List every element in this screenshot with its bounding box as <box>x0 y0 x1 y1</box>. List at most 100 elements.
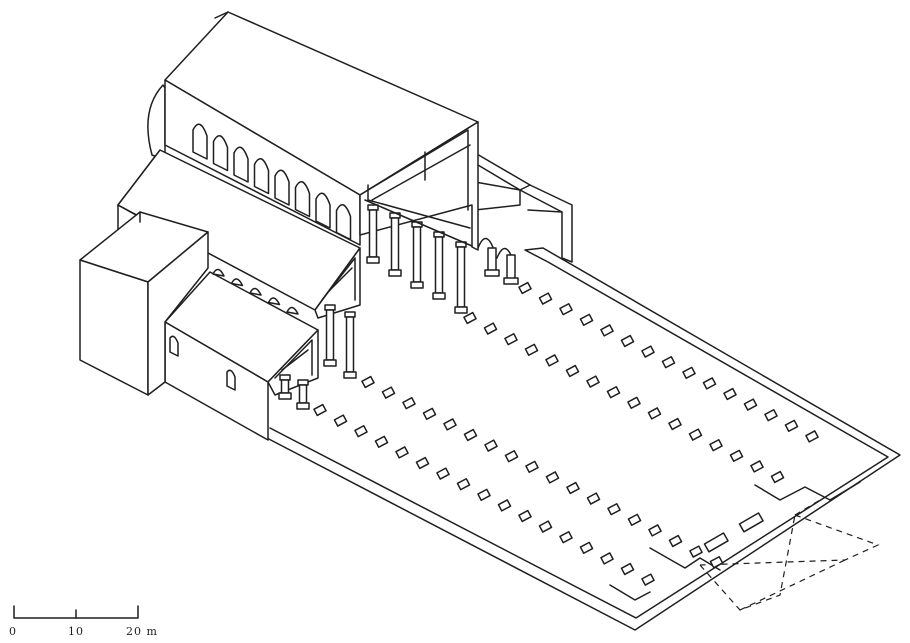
pier-base <box>436 467 450 480</box>
pier-base <box>518 281 532 295</box>
chapel-porch-columns <box>278 374 310 410</box>
pier-base <box>395 446 409 459</box>
pier-base <box>750 460 764 473</box>
clerestory-window <box>294 181 311 218</box>
aisle-roof <box>117 149 361 319</box>
column-shaft <box>390 217 400 271</box>
porch-architrave <box>364 199 473 247</box>
column-shaft <box>412 226 422 283</box>
pier-base <box>682 366 696 379</box>
pier-base <box>600 324 614 337</box>
clerestory-window <box>274 169 290 206</box>
column-shaft <box>434 236 444 294</box>
column-base <box>366 256 380 264</box>
pier-base <box>723 387 737 401</box>
pier-base <box>504 333 518 346</box>
pier-base <box>456 478 471 491</box>
scale-label-20m: 20 m <box>126 625 158 638</box>
column-base <box>278 392 292 400</box>
column-shaft <box>368 209 378 258</box>
pier-base <box>463 428 478 442</box>
pier-base <box>702 377 717 390</box>
pier-base <box>770 470 785 484</box>
pier-base <box>668 417 682 431</box>
pier-base <box>648 524 662 537</box>
pier-base <box>661 356 676 369</box>
dormer-window <box>267 297 281 306</box>
clerestory-window <box>233 146 249 183</box>
pier-base <box>607 503 621 516</box>
pier-base <box>538 520 553 533</box>
clerestory-windows <box>192 123 352 241</box>
pier-base <box>313 403 327 417</box>
pier-base <box>545 354 559 367</box>
pier-base <box>586 492 601 505</box>
clerestory-window <box>315 192 331 229</box>
pier-base <box>477 488 491 501</box>
dormer-window <box>230 278 244 287</box>
pier-base <box>600 552 614 565</box>
pier-base <box>415 456 430 470</box>
column-base <box>343 371 357 379</box>
pier-base <box>545 471 560 484</box>
pier-base <box>586 375 600 388</box>
column-shaft <box>345 316 355 373</box>
pier-base <box>620 562 635 576</box>
clerestory-window <box>253 158 270 195</box>
column-base <box>454 306 468 314</box>
west-tower <box>79 211 209 396</box>
column-base <box>323 359 337 367</box>
pier-base <box>381 386 396 399</box>
pier-base <box>497 499 512 512</box>
column-base <box>388 269 402 277</box>
pier-base <box>525 460 539 473</box>
dormer-window <box>286 306 299 315</box>
dormer-window <box>212 268 225 277</box>
pier-base <box>579 541 594 554</box>
column-shaft <box>298 384 308 404</box>
pier-base <box>538 292 553 305</box>
pier-base <box>565 364 580 378</box>
pier-base <box>641 573 655 586</box>
column-shaft <box>456 246 466 308</box>
column-base <box>296 402 310 410</box>
pier-base <box>709 556 724 569</box>
pier-base <box>784 419 799 432</box>
pier-base <box>374 435 389 448</box>
pier-base <box>689 545 703 558</box>
pier-base <box>524 343 539 356</box>
pier-base <box>402 397 416 410</box>
pier-base <box>620 334 635 348</box>
dormer-window <box>249 287 262 296</box>
gatehouse-foundation-dashed <box>699 499 880 611</box>
column-shaft <box>325 309 335 361</box>
pier-base <box>688 428 703 441</box>
pier-base <box>483 322 498 335</box>
pier-base <box>606 386 621 399</box>
pier-base <box>518 509 532 523</box>
narthex-colonnade <box>469 149 573 285</box>
pier-base <box>627 396 641 409</box>
pier-base <box>566 481 580 495</box>
pier-base <box>333 414 348 427</box>
pier-base <box>504 450 519 463</box>
pier-base <box>627 513 642 526</box>
scale-label-0: 0 <box>9 625 17 638</box>
nave-porch-columns <box>364 199 473 314</box>
clerestory-window <box>335 204 352 241</box>
clerestory-window <box>212 135 229 172</box>
pier-base <box>559 303 573 316</box>
pier-base <box>764 409 778 422</box>
clerestory-window <box>192 123 208 160</box>
scale-bar: 0 10 20 m <box>9 605 158 638</box>
pier-base <box>354 425 368 438</box>
pier-base <box>641 345 655 358</box>
pier-base <box>463 311 477 325</box>
pier-base <box>647 407 662 420</box>
gate-piers <box>703 512 764 553</box>
column-shaft <box>280 379 290 394</box>
pier-base <box>709 439 723 452</box>
pier-base <box>361 375 375 389</box>
pier-base <box>743 398 758 411</box>
